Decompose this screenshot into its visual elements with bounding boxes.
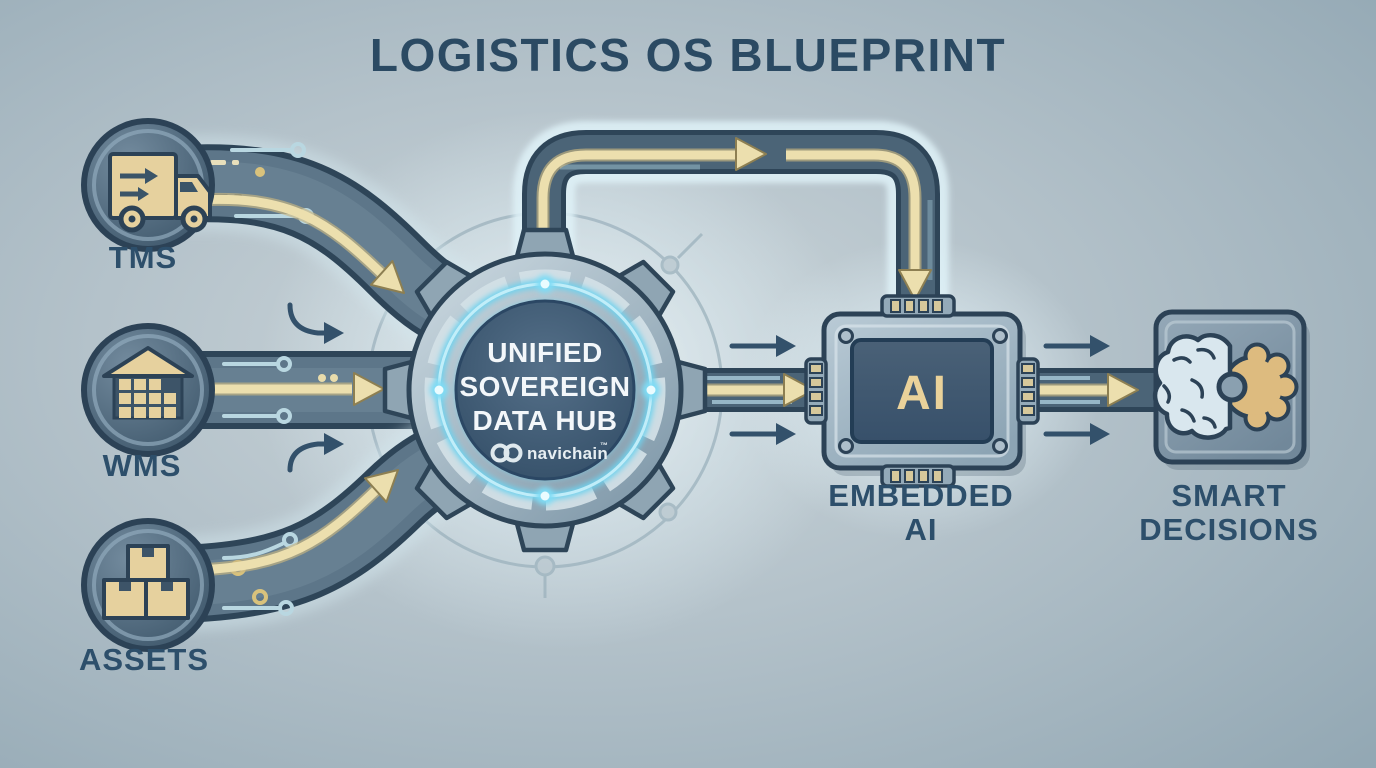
arrowhead-assets bbox=[363, 469, 399, 503]
label-embedded: EMBEDDED bbox=[828, 478, 1013, 513]
smart-decisions-box bbox=[1152, 309, 1310, 470]
hub-trademark: ™ bbox=[600, 441, 608, 450]
page-title: LOGISTICS OS BLUEPRINT bbox=[370, 29, 1006, 81]
chip-screen bbox=[850, 338, 994, 444]
label-tms: TMS bbox=[109, 240, 177, 275]
label-assets: ASSETS bbox=[79, 642, 209, 677]
chip-screws bbox=[838, 328, 1008, 454]
arrowhead-bypass-mid bbox=[735, 137, 767, 171]
node-wms bbox=[81, 323, 215, 457]
chip-pin-connectors bbox=[804, 294, 1040, 488]
label-smart: SMART bbox=[1171, 478, 1286, 513]
ai-chip: AI bbox=[804, 294, 1040, 488]
gold-flow-arrows bbox=[197, 137, 1139, 577]
hub-name-line1: UNIFIED bbox=[487, 337, 603, 368]
hub-glow-dots bbox=[430, 275, 660, 505]
small-flow-arrows bbox=[287, 302, 1110, 473]
label-wms: WMS bbox=[103, 448, 182, 483]
label-embedded-ai: AI bbox=[905, 512, 938, 547]
arrowhead-bypass-down bbox=[898, 269, 932, 301]
arrowhead-tms bbox=[369, 260, 405, 294]
hub-core bbox=[454, 299, 636, 481]
truck-icon bbox=[108, 152, 212, 233]
brain-gear-icon bbox=[1152, 332, 1299, 440]
data-hub: UNIFIED SOVEREIGN DATA HUB navichain ™ bbox=[385, 230, 705, 550]
arrowhead-hub-to-ai bbox=[783, 373, 815, 407]
hub-name-line3: DATA HUB bbox=[472, 405, 617, 436]
label-decisions: DECISIONS bbox=[1139, 512, 1319, 547]
node-assets bbox=[81, 518, 215, 652]
hub-name-line2: SOVEREIGN bbox=[460, 371, 631, 402]
chip-ai-text: AI bbox=[896, 367, 948, 420]
chain-links-icon bbox=[490, 443, 523, 463]
node-tms bbox=[81, 118, 215, 252]
hub-brand: navichain bbox=[527, 444, 608, 463]
arrowhead-wms bbox=[353, 372, 385, 406]
warehouse-icon bbox=[102, 346, 194, 420]
boxes-icon bbox=[102, 544, 190, 620]
arrowhead-ai-to-decisions bbox=[1107, 373, 1139, 407]
